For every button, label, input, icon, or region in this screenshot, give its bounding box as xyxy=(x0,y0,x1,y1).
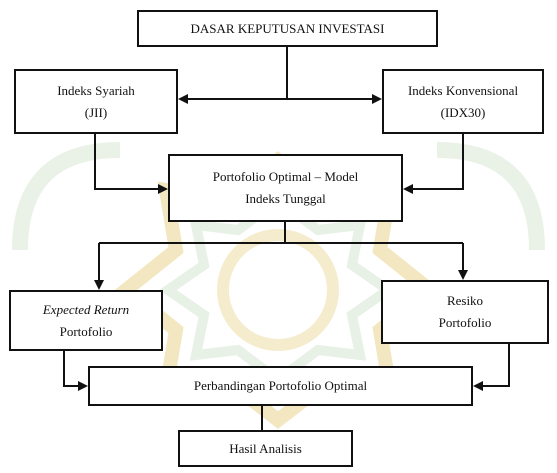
investment-decision-label: DASAR KEPUTUSAN INVESTASI xyxy=(190,20,385,36)
portfolio-risk-label: Resiko xyxy=(446,293,484,308)
arrow-expected-to-comparison xyxy=(63,351,88,391)
arrow-risk-to-comparison xyxy=(473,344,510,391)
sharia-index-box: Indeks Syariah (JII) xyxy=(14,69,178,134)
investment-decision-box: DASAR KEPUTUSAN INVESTASI xyxy=(137,10,438,47)
conventional-index-name: Indeks Konvensional xyxy=(407,82,519,98)
sharia-index-name: Indeks Syariah xyxy=(57,82,135,98)
arrow-sharia-to-portfolio xyxy=(94,134,168,194)
portfolio-risk-box: Resiko Portofolio xyxy=(381,280,549,344)
comparison-box: Perbandingan Portofolio Optimal xyxy=(88,366,473,406)
expected-return-portfolio-label: Portofolio xyxy=(59,324,113,339)
watermark-emblem xyxy=(12,142,545,429)
analysis-result-box: Hasil Analisis xyxy=(178,430,353,467)
portfolio-risk-portfolio-label: Portofolio xyxy=(438,315,492,330)
analysis-result-label: Hasil Analisis xyxy=(229,440,302,456)
comparison-label: Perbandingan Portofolio Optimal xyxy=(193,378,368,393)
sharia-index-code: (JII) xyxy=(84,104,108,120)
arrow-conventional-to-portfolio xyxy=(403,134,464,194)
optimal-portfolio-box: Portofolio Optimal – Model Indeks Tungga… xyxy=(168,154,403,222)
expected-return-label: Expected Return xyxy=(42,302,130,317)
conventional-index-code: (IDX30) xyxy=(440,104,486,120)
optimal-portfolio-line1: Portofolio Optimal – Model xyxy=(212,169,359,184)
conventional-index-box: Indeks Konvensional (IDX30) xyxy=(382,69,544,134)
optimal-portfolio-line2: Indeks Tunggal xyxy=(245,191,326,206)
expected-return-box: Expected Return Portofolio xyxy=(9,290,163,351)
